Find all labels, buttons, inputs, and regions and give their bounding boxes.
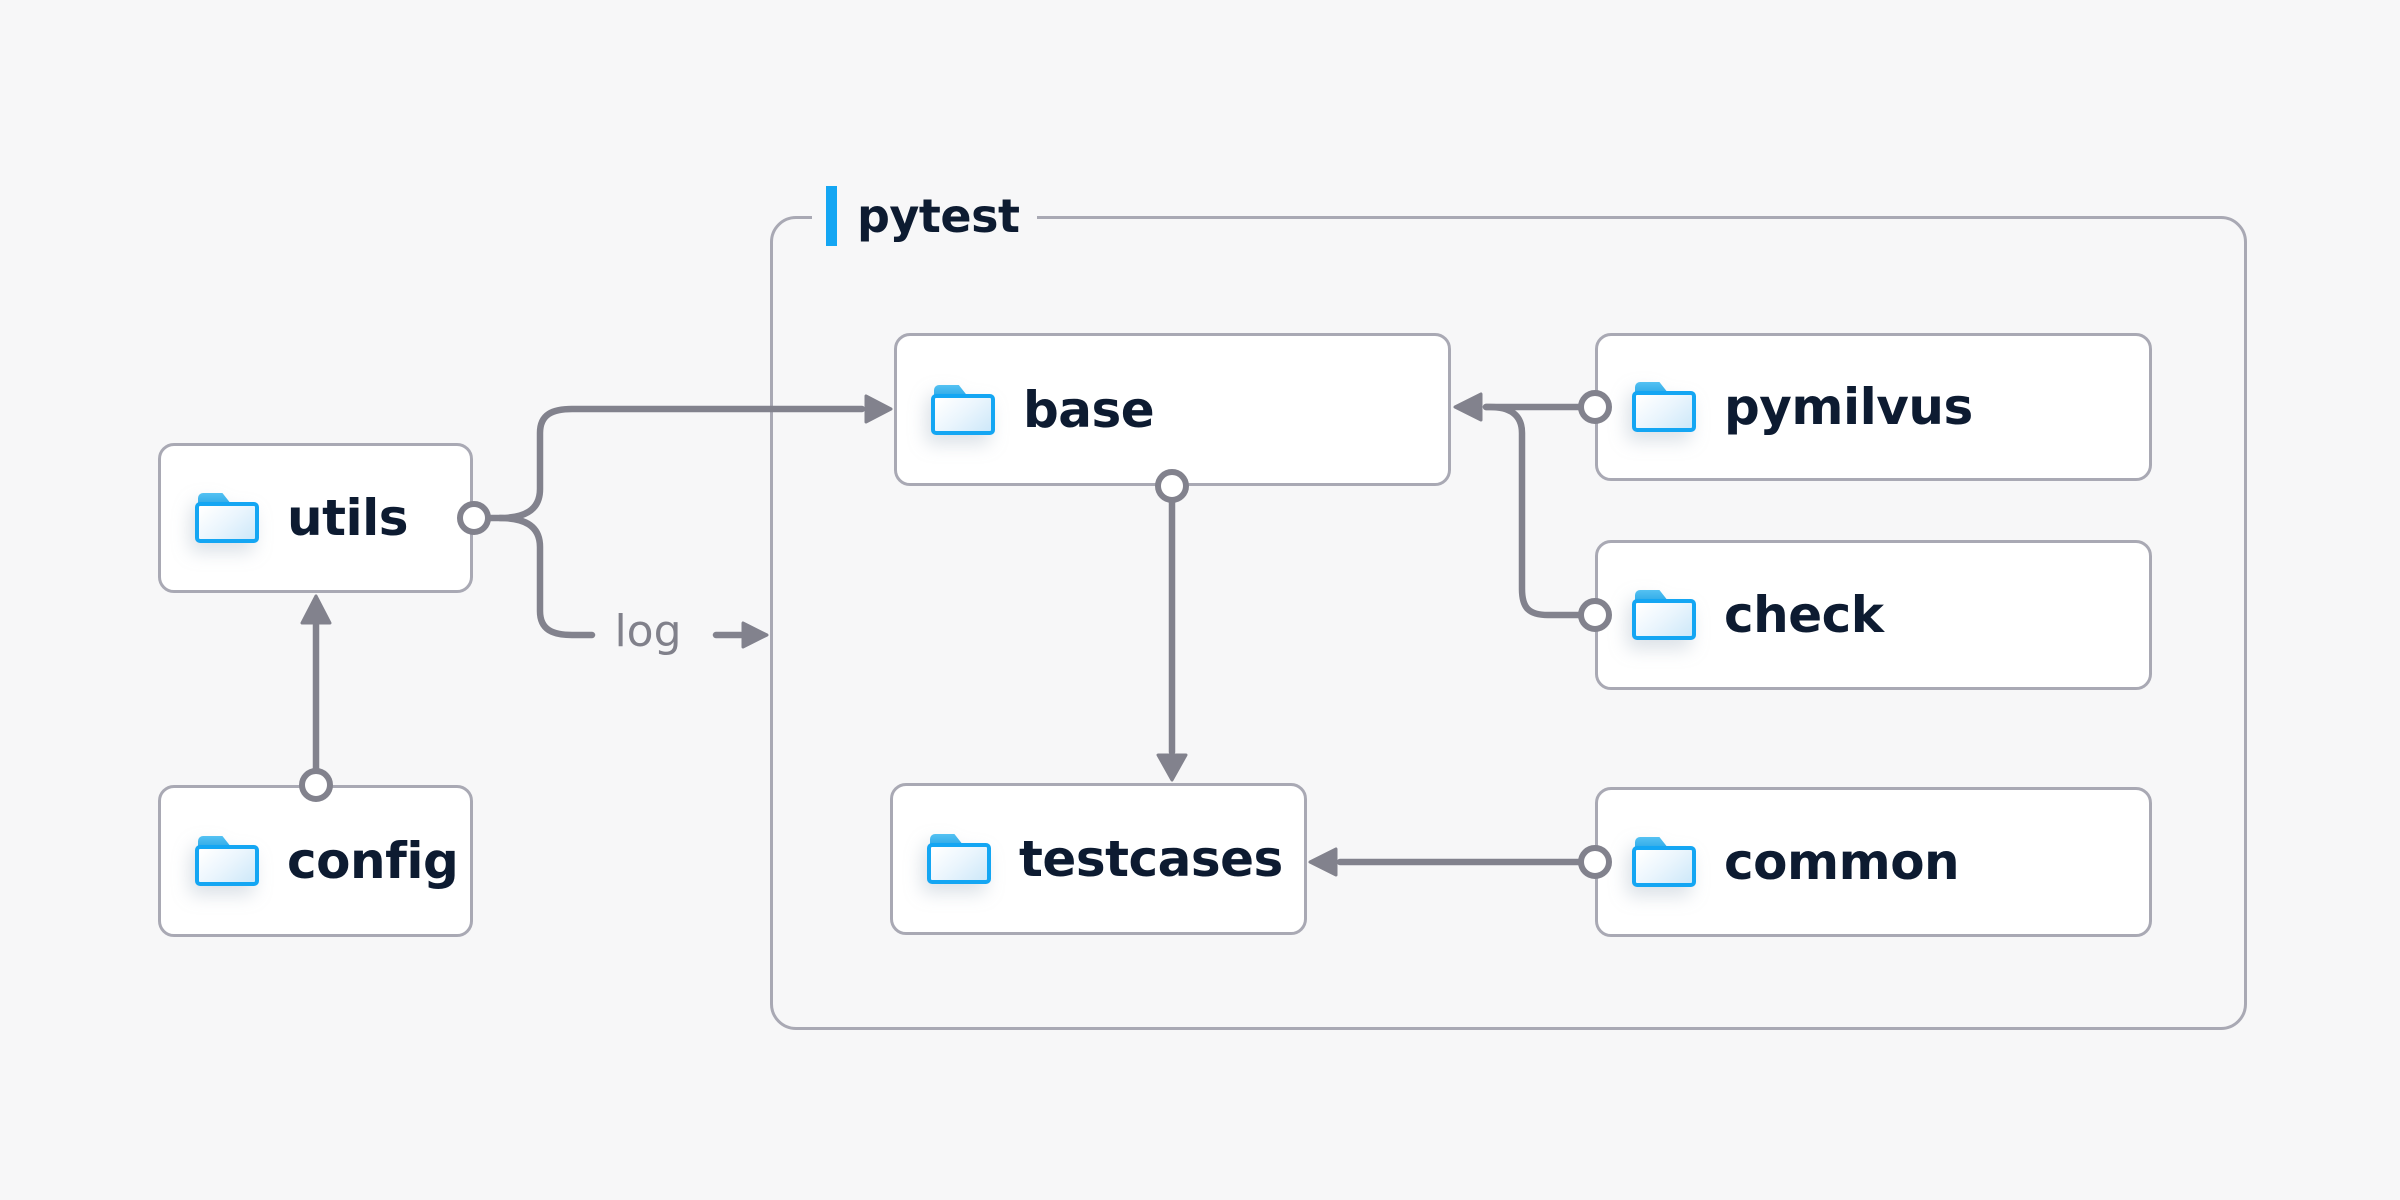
- folder-icon: [1632, 837, 1696, 887]
- folder-body: [1632, 599, 1696, 640]
- folder-body: [1632, 391, 1696, 432]
- node-label: common: [1724, 833, 1960, 891]
- pytest-group-label: pytest: [812, 185, 1038, 247]
- node-label: testcases: [1019, 830, 1283, 888]
- node-check: check: [1595, 540, 2152, 690]
- edge-utils-log: [496, 514, 596, 639]
- folder-icon: [1632, 590, 1696, 640]
- node-label: pymilvus: [1724, 378, 1973, 436]
- folder-icon: [1632, 382, 1696, 432]
- folder-body: [195, 845, 259, 886]
- node-label: utils: [287, 489, 409, 547]
- arrowhead-into-utils: [300, 594, 332, 625]
- folder-body: [1632, 846, 1696, 887]
- node-testcases: testcases: [890, 783, 1307, 935]
- node-pymilvus: pymilvus: [1595, 333, 2152, 481]
- folder-icon: [931, 384, 995, 435]
- node-common: common: [1595, 787, 2152, 937]
- folder-icon: [927, 834, 991, 884]
- node-label: config: [287, 832, 459, 890]
- folder-icon: [195, 836, 259, 886]
- accent-bar: [826, 186, 837, 246]
- folder-body: [931, 393, 995, 435]
- node-config: config: [158, 785, 473, 937]
- folder-icon: [195, 493, 259, 543]
- node-utils: utils: [158, 443, 473, 593]
- pytest-group-box: [770, 216, 2247, 1030]
- arrowhead-log: [741, 621, 769, 649]
- node-label: check: [1724, 586, 1884, 644]
- node-base: base: [894, 333, 1451, 486]
- folder-body: [927, 843, 991, 884]
- group-title: pytest: [857, 189, 1020, 243]
- node-label: base: [1023, 380, 1155, 439]
- folder-body: [195, 502, 259, 543]
- log-edge-label: log: [614, 606, 682, 657]
